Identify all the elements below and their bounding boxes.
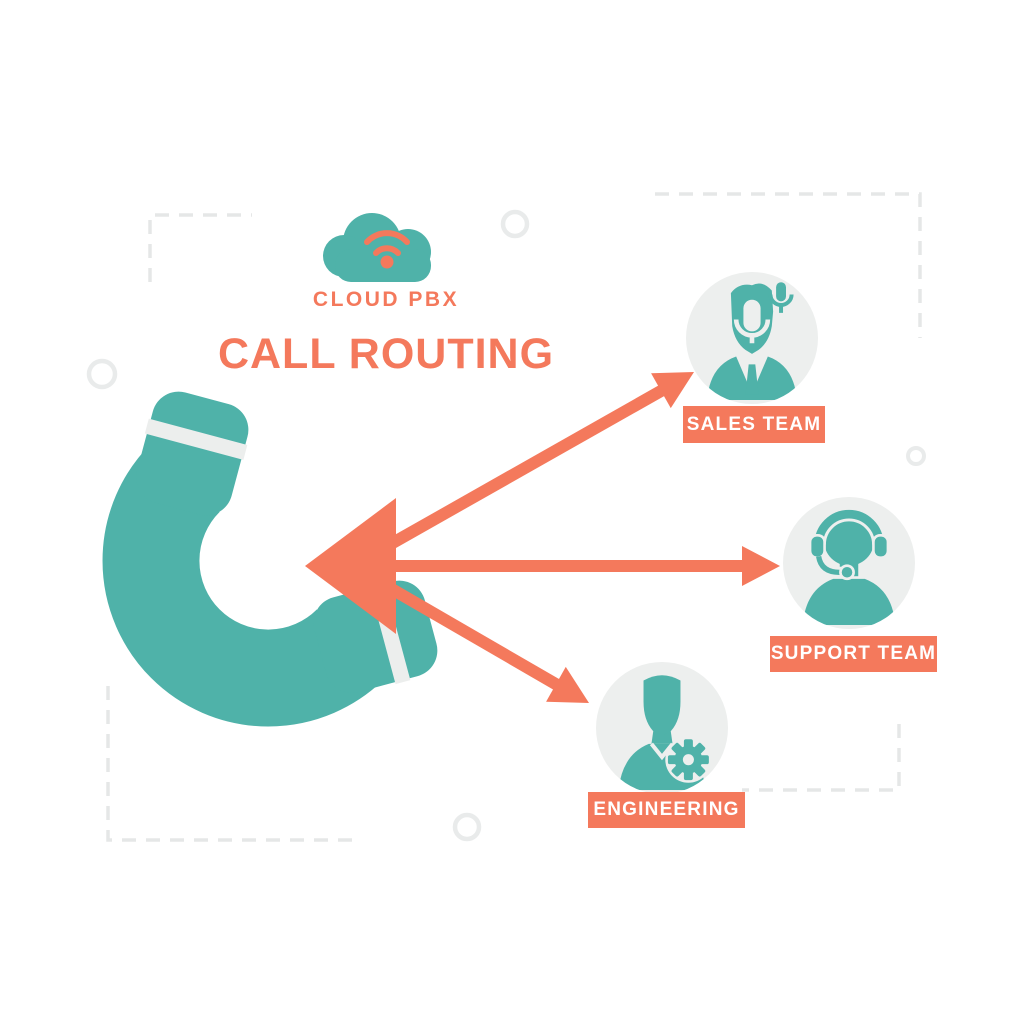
microphone-icon <box>768 280 794 313</box>
wifi-icon <box>364 230 410 256</box>
arrowhead-engineering <box>546 666 589 703</box>
dashed-corner-bottom-right <box>742 724 901 792</box>
support-team-label: SUPPORT TEAM <box>770 636 937 672</box>
deco-circle-icon <box>906 446 926 466</box>
dashed-corner-bottom-left <box>106 686 360 842</box>
engineer-gear-icon <box>618 675 712 791</box>
engineering-avatar <box>596 662 728 794</box>
sales-agent-microphone-icon <box>707 280 797 401</box>
deco-circle-icon <box>86 358 118 390</box>
arrowhead-support <box>742 546 780 586</box>
sales-team-label: SALES TEAM <box>683 406 825 443</box>
support-team-avatar <box>783 497 915 629</box>
arrowhead-sales <box>651 372 694 409</box>
incoming-call-arrowhead <box>305 498 396 634</box>
cloud-wifi-icon <box>323 213 431 282</box>
dashed-corner-top-right <box>655 192 922 338</box>
sales-team-avatar <box>686 272 818 404</box>
support-agent-headset-icon <box>802 506 896 626</box>
arrow-line-to-sales <box>349 381 671 572</box>
brand-label: CLOUD PBX <box>312 288 460 311</box>
phone-handset-icon <box>102 391 438 727</box>
engineering-label: ENGINEERING <box>588 792 745 828</box>
page-title: CALL ROUTING <box>217 330 555 378</box>
deco-circle-icon <box>452 812 482 842</box>
deco-circle-icon <box>500 209 530 239</box>
gear-icon <box>665 736 712 783</box>
